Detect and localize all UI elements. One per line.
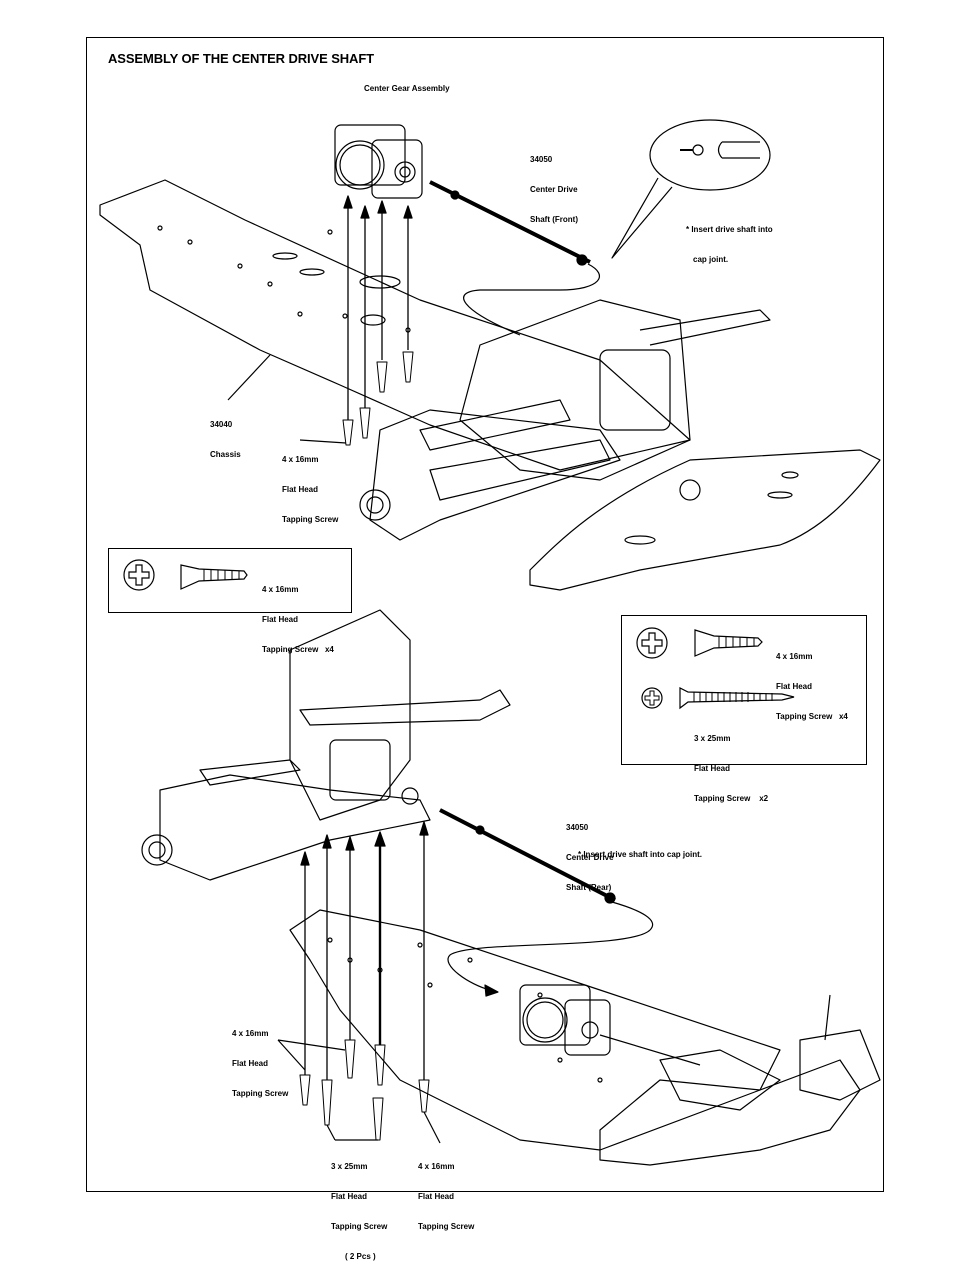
parts-box-right-art <box>636 627 795 710</box>
parts-box-top: 4 x 16mm Flat Head Tapping Screw x4 <box>108 548 352 654</box>
screw-icon <box>694 629 763 657</box>
screw-bottom-left-size: 4 x 16mm <box>232 1029 269 1038</box>
front-shaft-name: Center Drive <box>530 185 578 194</box>
center-gear-assembly-label: Center Gear Assembly <box>364 84 450 93</box>
front-note-line-2: cap joint. <box>693 255 729 264</box>
parts-box-top-art <box>123 559 248 591</box>
parts-box-right-item1-qty: Tapping Screw x4 <box>776 712 848 721</box>
screw-bottom-mid-size: 3 x 25mm <box>331 1162 368 1171</box>
screw-bottom-right-size: 4 x 16mm <box>418 1162 455 1171</box>
chassis-plate-top <box>99 179 691 471</box>
page-title: ASSEMBLY OF THE CENTER DRIVE SHAFT <box>108 51 375 66</box>
parts-box-right-item1-head: Flat Head <box>776 682 813 691</box>
center-gear-assembly-bottom <box>519 984 611 1056</box>
rear-suspension-top <box>359 299 881 591</box>
page-frame <box>86 37 884 1192</box>
parts-box-right-item2: 3 x 25mm Flat Head Tapping Screw x2 <box>694 714 768 824</box>
parts-box-top-size: 4 x 16mm <box>262 585 299 594</box>
assembly-illustration <box>99 119 881 1166</box>
phillips-head-icon <box>123 559 155 591</box>
front-shaft-name-2: Shaft (Front) <box>530 215 578 224</box>
center-gear-assembly-top <box>334 124 423 199</box>
screw-bottom-mid-qty: ( 2 Pcs ) <box>345 1252 376 1261</box>
screw-bottom-mid-head: Flat Head <box>331 1192 368 1201</box>
rear-shaft-part-no: 34050 <box>566 823 589 832</box>
phillips-head-small-icon <box>641 687 663 709</box>
chassis-plate-bottom <box>289 909 781 1151</box>
screw-bottom-mid-label: 3 x 25mm Flat Head Tapping Screw ( 2 Pcs… <box>331 1142 387 1272</box>
screw-bottom-mid-type: Tapping Screw <box>331 1222 388 1231</box>
phillips-head-icon <box>636 627 668 659</box>
screw-bottom-left-head: Flat Head <box>232 1059 269 1068</box>
screw-bottom-right-label: 4 x 16mm Flat Head Tapping Screw <box>418 1142 474 1242</box>
parts-box-right: 4 x 16mm Flat Head Tapping Screw x4 3 x … <box>621 615 867 803</box>
chassis-label: 34040 Chassis <box>210 400 241 470</box>
front-note: * Insert drive shaft into cap joint. <box>686 205 773 275</box>
screw-icon <box>180 564 248 590</box>
parts-box-right-item2-qty: Tapping Screw x2 <box>694 794 769 803</box>
parts-box-right-item1: 4 x 16mm Flat Head Tapping Screw x4 <box>776 632 848 742</box>
parts-box-top-head: Flat Head <box>262 615 299 624</box>
parts-box-top-qty: Tapping Screw x4 <box>262 645 334 654</box>
front-shaft-part-no: 34050 <box>530 155 553 164</box>
screw-bottom-right-head: Flat Head <box>418 1192 455 1201</box>
rear-shaft-name-2: Shaft (Rear) <box>566 883 612 892</box>
screw-bottom-left-type: Tapping Screw <box>232 1089 289 1098</box>
rear-shaft-name: Center Drive <box>566 853 614 862</box>
rear-shaft-label: 34050 Center Drive Shaft (Rear) <box>566 803 614 903</box>
screw-top-head: Flat Head <box>282 485 319 494</box>
rear-note: * Insert drive shaft into cap joint. <box>578 850 703 859</box>
parts-box-top-label: 4 x 16mm Flat Head Tapping Screw x4 <box>262 565 334 675</box>
chassis-part-no: 34040 <box>210 420 233 429</box>
rear-suspension-bottom <box>141 609 511 881</box>
screw-top-size: 4 x 16mm <box>282 455 319 464</box>
parts-box-right-item1-size: 4 x 16mm <box>776 652 813 661</box>
screw-bottom-left-label: 4 x 16mm Flat Head Tapping Screw <box>232 1009 288 1109</box>
screw-top-label: 4 x 16mm Flat Head Tapping Screw <box>282 435 338 535</box>
screw-bottom-right-type: Tapping Screw <box>418 1222 475 1231</box>
front-note-line-1: * Insert drive shaft into <box>686 225 773 234</box>
screw-top-type: Tapping Screw <box>282 515 339 524</box>
front-shaft-label: 34050 Center Drive Shaft (Front) <box>530 135 578 235</box>
long-screw-icon <box>679 687 795 710</box>
front-suspension-bottom <box>599 994 881 1166</box>
chassis-name: Chassis <box>210 450 241 459</box>
parts-box-right-item2-head: Flat Head <box>694 764 731 773</box>
parts-box-right-item2-size: 3 x 25mm <box>694 734 731 743</box>
